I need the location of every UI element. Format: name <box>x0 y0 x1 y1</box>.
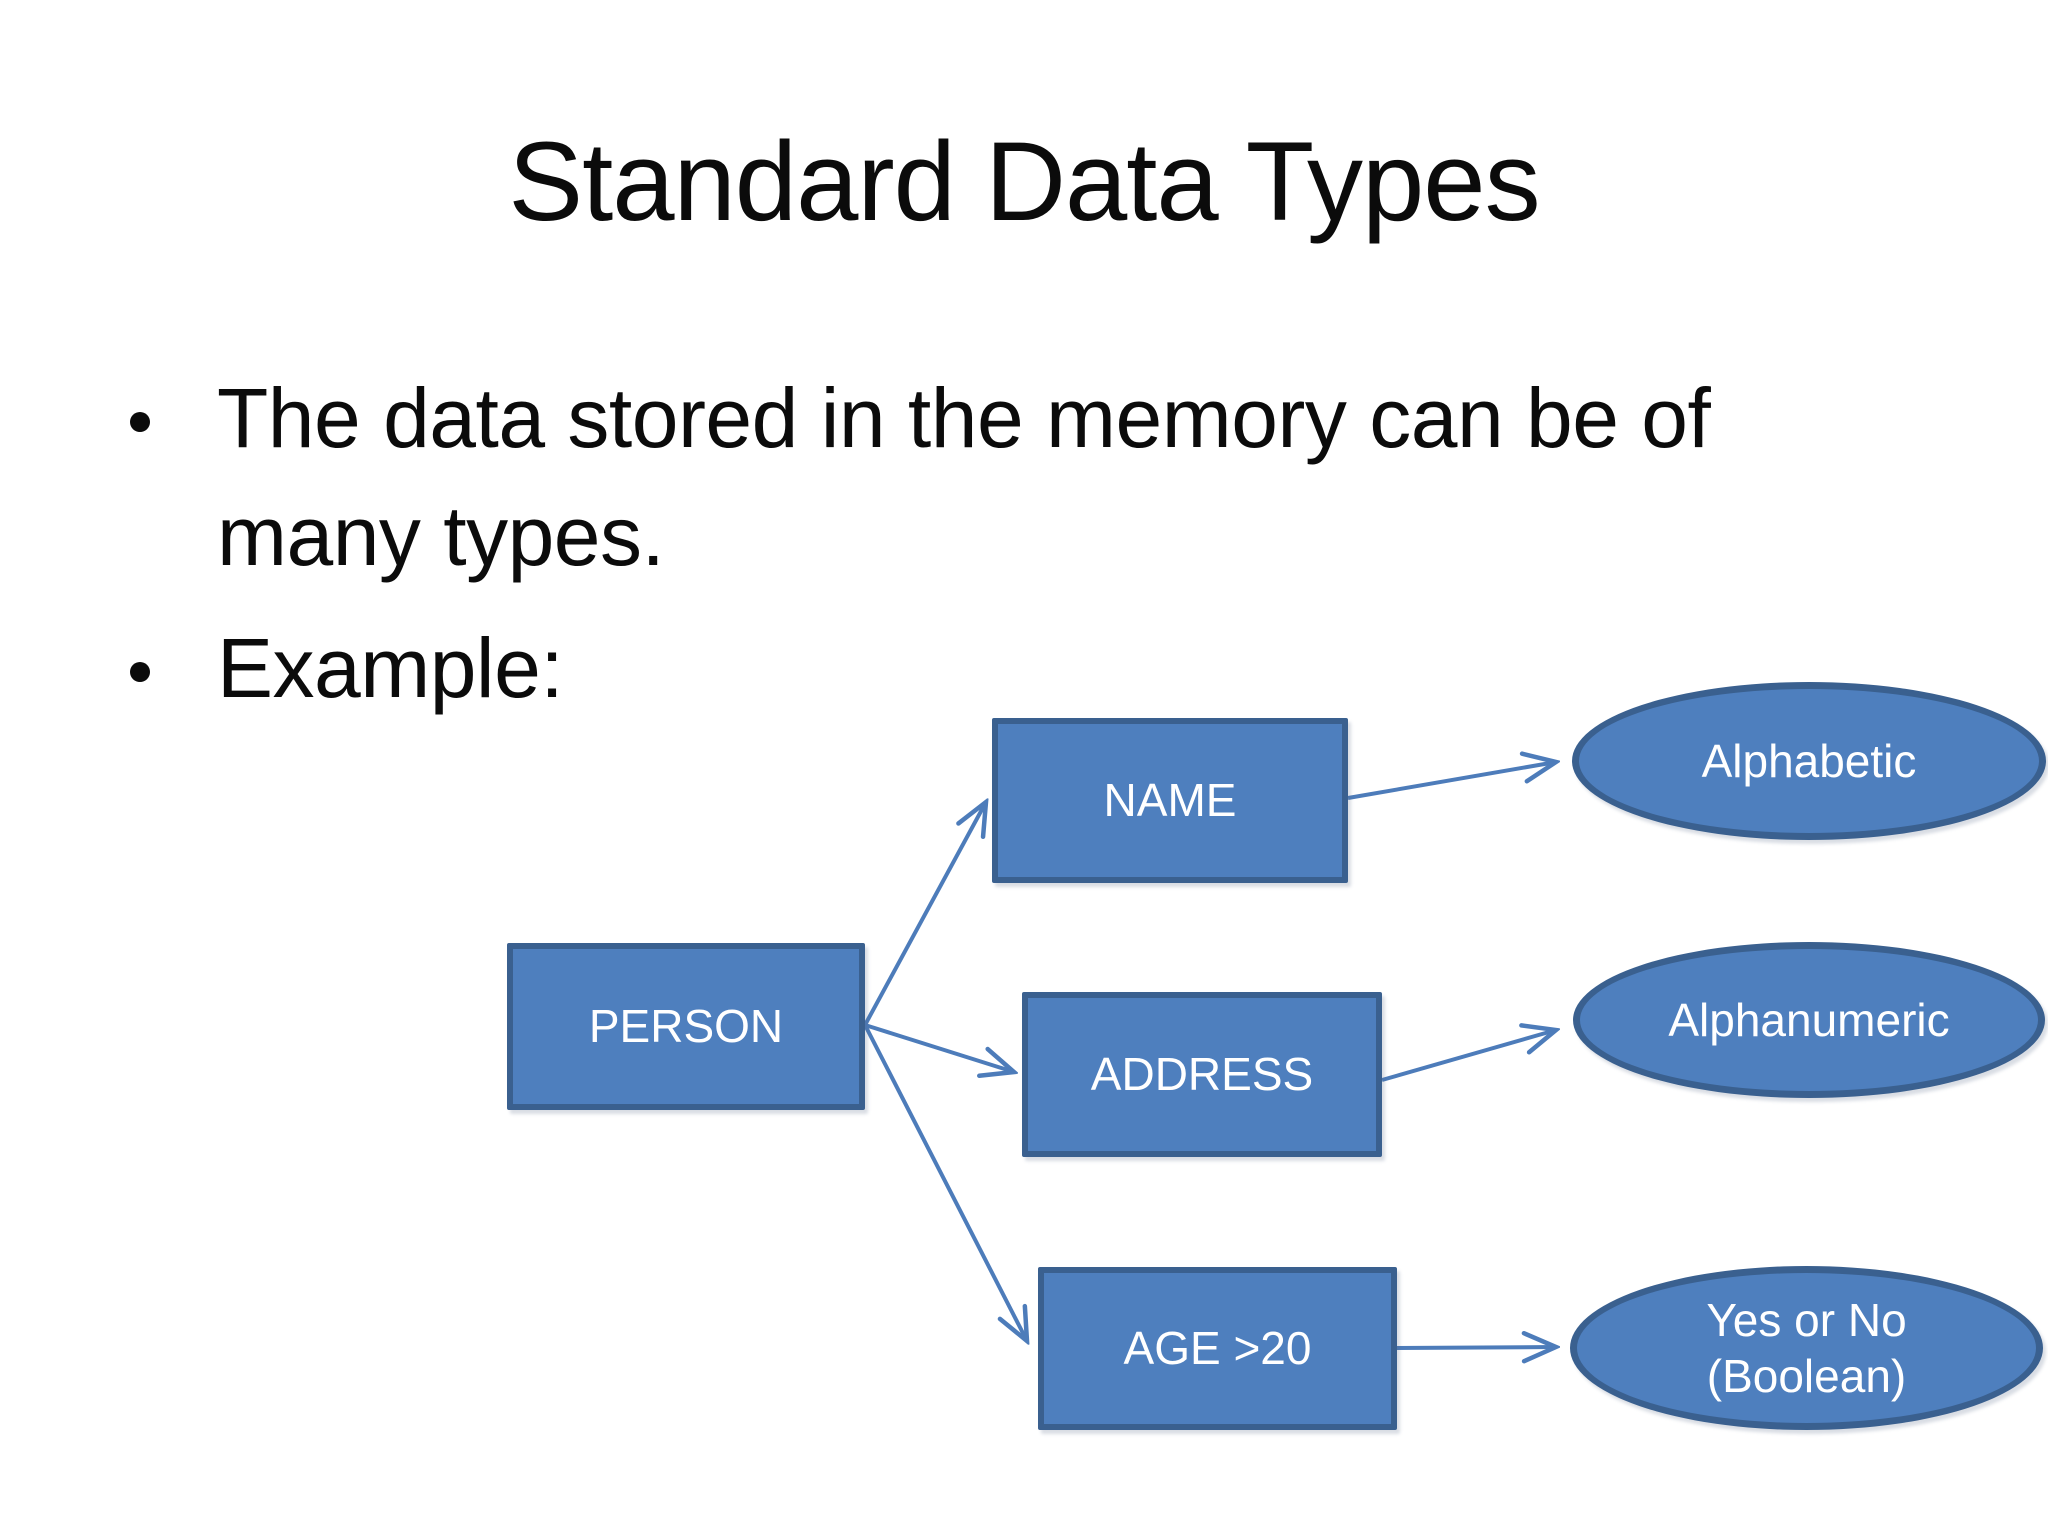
node-age-label: AGE >20 <box>1123 1322 1312 1375</box>
node-boolean-line-1: Yes or No <box>1706 1293 1907 1346</box>
bullet-2-line-1: Example: <box>217 621 564 715</box>
node-alphanumeric: Alphanumeric <box>1573 942 2045 1098</box>
connector-person-to-name <box>863 802 986 1026</box>
bullet-text-1: The data stored in the memory can be of … <box>217 359 1711 595</box>
connector-name-to-alphabetic <box>1347 762 1556 800</box>
node-boolean-line-2: (Boolean) <box>1706 1350 1907 1402</box>
connector-age-to-boolean <box>1396 1347 1556 1348</box>
node-name: NAME <box>992 718 1348 883</box>
bullet-dot-icon <box>130 662 150 682</box>
node-alphanumeric-label: Alphanumeric <box>1668 993 1950 1046</box>
node-boolean: Yes or No (Boolean) <box>1570 1266 2043 1430</box>
node-person-label: PERSON <box>588 1000 784 1053</box>
bullet-1-line-2: many types. <box>217 489 665 583</box>
connector-person-to-age <box>863 1024 1027 1341</box>
bullet-item-2: Example: <box>130 609 564 727</box>
node-name-label: NAME <box>1103 774 1237 827</box>
page-title: Standard Data Types <box>508 119 1540 244</box>
connector-address-to-alphanumeric <box>1381 1030 1556 1082</box>
bullet-text-2: Example: <box>217 609 564 727</box>
bullet-item-1: The data stored in the memory can be of … <box>130 359 1711 595</box>
node-age: AGE >20 <box>1038 1267 1397 1430</box>
connector-person-to-address <box>864 1023 1014 1072</box>
bullet-dot-icon <box>130 412 150 432</box>
node-person: PERSON <box>507 943 865 1110</box>
node-alphabetic-label: Alphabetic <box>1701 734 1917 787</box>
node-address: ADDRESS <box>1022 992 1382 1157</box>
node-address-label: ADDRESS <box>1090 1048 1314 1101</box>
bullet-1-line-1: The data stored in the memory can be of <box>217 371 1711 465</box>
node-alphabetic: Alphabetic <box>1572 682 2046 840</box>
